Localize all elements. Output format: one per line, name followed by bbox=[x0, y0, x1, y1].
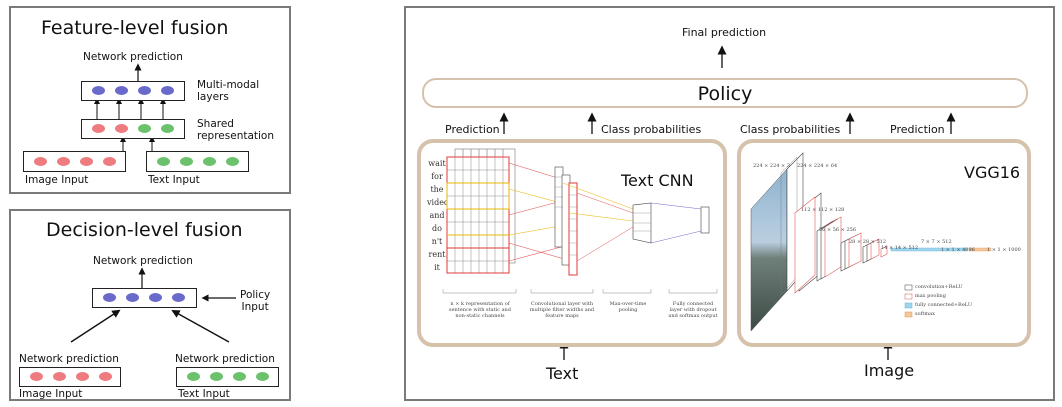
feature-fusion-title: Feature-level fusion bbox=[41, 17, 229, 39]
text-cnn-drawing bbox=[442, 148, 718, 294]
node bbox=[92, 124, 105, 133]
decision-fusion-title: Decision-level fusion bbox=[46, 219, 243, 241]
vgg-legend-4: softmax bbox=[915, 311, 935, 317]
cnn-caption-2: Convolutional layer with multiple filter… bbox=[529, 301, 595, 319]
policy-box bbox=[92, 288, 197, 308]
word-column: wait for the video and do n't rent it bbox=[427, 157, 449, 274]
left-network-prediction: Network prediction bbox=[19, 353, 119, 365]
node bbox=[187, 372, 200, 381]
vgg-size-8: 1 × 1 × 4096 bbox=[941, 247, 975, 253]
word: do bbox=[432, 224, 442, 233]
vgg-size-6: 14 × 14 × 512 bbox=[881, 245, 919, 251]
word: video bbox=[427, 198, 449, 207]
decision-text-label: Text Input bbox=[178, 388, 230, 400]
vgg-size-2: 224 × 224 × 64 bbox=[797, 163, 838, 169]
node bbox=[172, 293, 185, 302]
vgg16-box: VGG16 bbox=[737, 139, 1031, 347]
decision-text-box bbox=[176, 367, 279, 387]
node bbox=[203, 157, 216, 166]
prediction-right-label: Prediction bbox=[890, 123, 945, 136]
vgg-size-1: 224 × 224 × 3 bbox=[753, 163, 791, 169]
node bbox=[226, 157, 239, 166]
image-input-box bbox=[23, 151, 126, 172]
word: wait bbox=[428, 159, 446, 168]
node bbox=[126, 293, 139, 302]
node bbox=[103, 293, 116, 302]
text-input-box bbox=[146, 151, 249, 172]
architecture-panel: Final prediction Policy Prediction Class… bbox=[404, 6, 1055, 401]
node bbox=[53, 372, 66, 381]
text-cnn-box: Text CNN wait for the video and do n't r… bbox=[417, 139, 727, 347]
image-input-label: Image Input bbox=[25, 174, 89, 186]
node bbox=[115, 86, 128, 95]
node bbox=[233, 372, 246, 381]
node bbox=[180, 157, 193, 166]
policy-input-label: Policy Input bbox=[240, 289, 271, 313]
node bbox=[34, 157, 47, 166]
node bbox=[161, 124, 174, 133]
image-label: Image bbox=[864, 361, 915, 380]
node bbox=[157, 157, 170, 166]
node bbox=[103, 157, 116, 166]
policy-bar: Policy bbox=[422, 78, 1028, 108]
node bbox=[138, 124, 151, 133]
cnn-caption-3: Max-over-time pooling bbox=[609, 301, 647, 313]
decision-fusion-arrows bbox=[70, 267, 236, 343]
class-prob-right-label: Class probabilities bbox=[740, 123, 841, 136]
word: the bbox=[430, 185, 444, 194]
vgg-size-7: 7 × 7 × 512 bbox=[921, 239, 952, 245]
node bbox=[99, 372, 112, 381]
vgg-size-9: 1 × 1 × 1000 bbox=[987, 247, 1021, 253]
node bbox=[210, 372, 223, 381]
node bbox=[57, 157, 70, 166]
vgg-legend-3: fully connected+ReLU bbox=[915, 302, 973, 308]
shared-label: Shared representation bbox=[197, 118, 275, 142]
decision-image-label: Image Input bbox=[19, 388, 83, 400]
cnn-caption-1: n × k representation of sentence with st… bbox=[449, 301, 511, 319]
node bbox=[256, 372, 269, 381]
feature-fusion-arrows bbox=[94, 63, 166, 151]
word: it bbox=[434, 263, 440, 272]
decision-image-box bbox=[19, 367, 121, 387]
node bbox=[161, 86, 174, 95]
vgg-size-3: 112 × 112 × 128 bbox=[801, 207, 845, 213]
right-network-prediction: Network prediction bbox=[175, 353, 275, 365]
node bbox=[30, 372, 43, 381]
word: for bbox=[431, 172, 443, 181]
decision-network-prediction: Network prediction bbox=[93, 255, 193, 267]
node bbox=[92, 86, 105, 95]
multimodal-label: Multi-modal layers bbox=[197, 79, 260, 103]
feature-fusion-panel: Feature-level fusion Network prediction … bbox=[9, 6, 291, 194]
multimodal-layer-box bbox=[81, 81, 185, 101]
word: rent bbox=[428, 250, 446, 259]
node bbox=[149, 293, 162, 302]
vgg-size-5: 28 × 28 × 512 bbox=[849, 239, 887, 245]
decision-fusion-panel: Decision-level fusion Network prediction… bbox=[9, 209, 291, 401]
feature-network-prediction: Network prediction bbox=[83, 51, 183, 63]
policy-label: Policy bbox=[697, 83, 753, 105]
prediction-left-label: Prediction bbox=[445, 123, 500, 136]
node bbox=[76, 372, 89, 381]
word: and bbox=[429, 211, 445, 220]
node bbox=[80, 157, 93, 166]
vgg-legend-1: convolution+ReLU bbox=[915, 284, 963, 290]
vgg16-title: VGG16 bbox=[964, 163, 1021, 182]
shared-representation-box bbox=[81, 119, 185, 139]
class-prob-left-label: Class probabilities bbox=[601, 123, 702, 136]
vgg16-drawing bbox=[750, 152, 992, 332]
node bbox=[138, 86, 151, 95]
text-label: Text bbox=[546, 364, 579, 383]
word: n't bbox=[431, 237, 443, 246]
vgg-size-4: 56 × 56 × 256 bbox=[819, 227, 857, 233]
text-input-label: Text Input bbox=[148, 174, 200, 186]
final-prediction-label: Final prediction bbox=[682, 26, 767, 39]
cnn-caption-4: Fully connected layer with dropout and s… bbox=[668, 301, 718, 319]
node bbox=[115, 124, 128, 133]
text-cnn-title: Text CNN bbox=[621, 171, 694, 190]
vgg-legend-2: max pooling bbox=[915, 293, 946, 299]
